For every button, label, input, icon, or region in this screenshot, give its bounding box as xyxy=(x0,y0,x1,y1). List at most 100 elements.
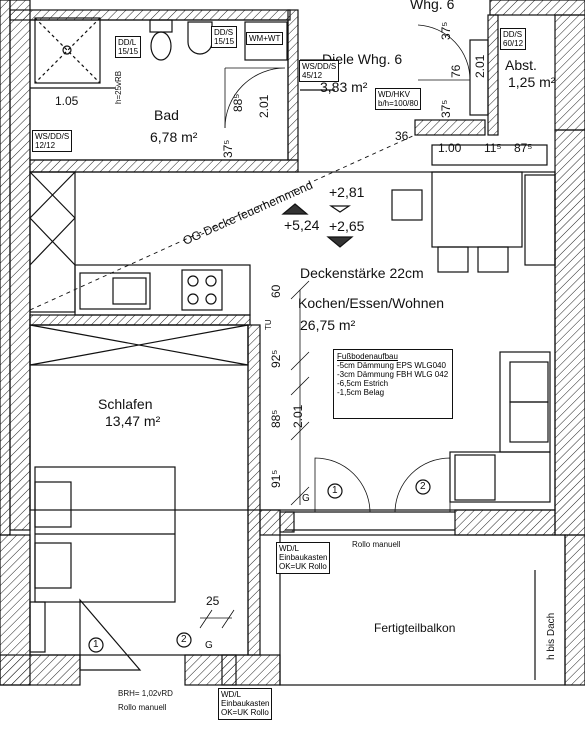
dim-60: 60 xyxy=(269,284,283,298)
wall-balcony-right xyxy=(564,534,585,686)
box-einbaukasten-a: Einbaukasten xyxy=(279,553,328,563)
wall-left-inner xyxy=(9,0,31,531)
wall-diele-right xyxy=(487,14,499,136)
box-einbaukasten-b: Einbaukasten xyxy=(221,699,270,709)
shaft-wm-wt: WM+WT xyxy=(246,32,284,46)
counter-top xyxy=(29,171,76,313)
dim-375a: 37⁵ xyxy=(221,139,235,158)
label-rollo-manuell-b: Rollo manuell xyxy=(118,703,167,712)
wall-top-right xyxy=(489,0,585,16)
label-h-vrb: h=25vRB xyxy=(114,70,123,104)
shaft-dd-s-b-label: DD/S xyxy=(214,28,234,37)
shaft-ws-dd-b-label: WS/DD/S xyxy=(302,62,337,71)
box-wd-l-b: WD/L Einbaukasten OK=UK Rollo xyxy=(218,688,273,720)
dim-115: 11⁵ xyxy=(484,141,502,155)
shaft-ws-dd-s-a: WS/DD/S 12/12 xyxy=(32,130,73,153)
dim-885a: 88⁵ xyxy=(231,93,245,112)
room-schlafen-area: 13,47 m² xyxy=(105,413,161,429)
door-number-1a: 1 xyxy=(332,485,338,496)
wardrobe xyxy=(29,324,249,366)
label-deckenstaerke: Deckenstärke 22cm xyxy=(300,265,424,281)
dining-table xyxy=(431,171,523,248)
box-wd-l-a-label: WD/L xyxy=(279,544,299,553)
dim-885b: 88⁵ xyxy=(269,409,283,428)
wall-bad-bottom xyxy=(29,159,299,173)
shaft-dd-s-b-size: 15/15 xyxy=(214,37,235,47)
dim-36: 36 xyxy=(395,129,409,143)
wall-right-outer xyxy=(554,129,585,536)
box-ok-uk-a: OK=UK Rollo xyxy=(279,562,327,572)
legend-line: -5cm Dämmung EPS WLG040 xyxy=(337,361,446,370)
shaft-ws-dd-s-a-label: WS/DD/S xyxy=(35,132,70,141)
room-kochen-name: Kochen/Essen/Wohnen xyxy=(298,295,445,311)
label-g2: G xyxy=(205,640,213,651)
shaft-dd-s-top: DD/S 60/12 xyxy=(500,28,527,51)
dim-76: 76 xyxy=(449,64,463,78)
window-number-1b: 1 xyxy=(93,639,99,650)
kitchen-cooktop xyxy=(181,269,223,311)
bad-sink xyxy=(187,21,213,55)
room-bad-area: 6,78 m² xyxy=(150,129,198,145)
shaft-ws-dd-b-size: 45/12 xyxy=(302,71,323,81)
room-balkon-name: Fertigteilbalkon xyxy=(374,621,456,635)
dim-375b: 37⁵ xyxy=(439,21,453,40)
dim-925: 92⁵ xyxy=(269,349,283,368)
shaft-dd-s-b: DD/S 15/15 xyxy=(211,26,238,49)
shaft-dd-s-top-size: 60/12 xyxy=(503,39,524,49)
floor-build-up-legend: Fußbodenaufbau -5cm Dämmung EPS WLG040 -… xyxy=(333,349,453,419)
balcony-outline xyxy=(279,534,566,686)
wall-balcony-left xyxy=(0,534,31,686)
shaft-wd-hkv-label: WD/HKV xyxy=(378,90,410,99)
shaft-ws-dd-s-a-size: 12/12 xyxy=(35,141,56,151)
legend-title: Fußbodenaufbau xyxy=(337,352,398,361)
shaft-dd-s-top-label: DD/S xyxy=(503,30,523,39)
shaft-ws-dd-b: WS/DD/S 45/12 xyxy=(299,60,340,83)
shaft-dd-l-a-size: 15/15 xyxy=(118,47,139,57)
level-plus524: +5,24 xyxy=(284,217,320,233)
room-abst-area: 1,25 m² xyxy=(508,74,556,90)
wall-left-outer xyxy=(0,0,11,536)
window-number-2b: 2 xyxy=(181,634,187,645)
room-schlafen-name: Schlafen xyxy=(98,396,153,412)
room-diele-name: Diele Whg. 6 xyxy=(322,51,403,67)
shaft-wd-hkv: WD/HKV b/h=100/80 xyxy=(375,88,422,111)
shower-tray xyxy=(34,17,101,84)
room-kochen-area: 26,75 m² xyxy=(300,317,356,333)
door-number-2a: 2 xyxy=(420,481,426,492)
box-wd-l-a: WD/L Einbaukasten OK=UK Rollo xyxy=(276,542,331,574)
shaft-dd-l-a-label: DD/L xyxy=(118,38,137,47)
kitchen-sink xyxy=(79,272,151,310)
level-plus281: +2,81 xyxy=(329,184,365,200)
legend-line: -6,5cm Estrich xyxy=(337,379,389,388)
dim-201a: 2.01 xyxy=(257,94,271,118)
dim-105: 1.05 xyxy=(55,94,79,108)
legend-line: -3cm Dämmung FBH WLG 042 xyxy=(337,370,449,379)
shaft-dd-l-a: DD/L 15/15 xyxy=(115,36,142,59)
wall-bad-right xyxy=(287,9,299,161)
level-plus265: +2,65 xyxy=(329,218,365,234)
room-abst-name: Abst. xyxy=(505,57,537,73)
dim-tu: TU xyxy=(264,319,273,330)
dim-375c: 37⁵ xyxy=(439,99,453,118)
wall-shaft-center xyxy=(414,119,486,136)
dim-875: 87⁵ xyxy=(514,141,533,155)
toilet xyxy=(149,19,173,33)
dim-201b: 2.01 xyxy=(473,54,487,78)
wall-living-bottom-right xyxy=(454,509,556,536)
label-whg6-top: Whg. 6 xyxy=(410,0,455,12)
room-diele-area: 3,83 m² xyxy=(320,79,368,95)
box-wd-l-b-label: WD/L xyxy=(221,690,241,699)
label-brh: BRH= 1,02vRD xyxy=(118,689,173,698)
wall-right-top xyxy=(554,14,585,131)
room-bad-name: Bad xyxy=(154,107,179,123)
dim-915: 91⁵ xyxy=(269,469,283,488)
dim-201c: 2.01 xyxy=(291,404,305,428)
label-h-bis-dach: h bis Dach xyxy=(546,612,557,660)
label-g1: G xyxy=(302,493,310,504)
box-ok-uk-b: OK=UK Rollo xyxy=(221,708,269,718)
legend-line: -1,5cm Belag xyxy=(337,388,385,397)
wall-living-bottom-left xyxy=(259,509,281,536)
wall-kitchen-divider xyxy=(29,314,251,326)
shaft-wm-wt-label: WM+WT xyxy=(249,34,281,43)
